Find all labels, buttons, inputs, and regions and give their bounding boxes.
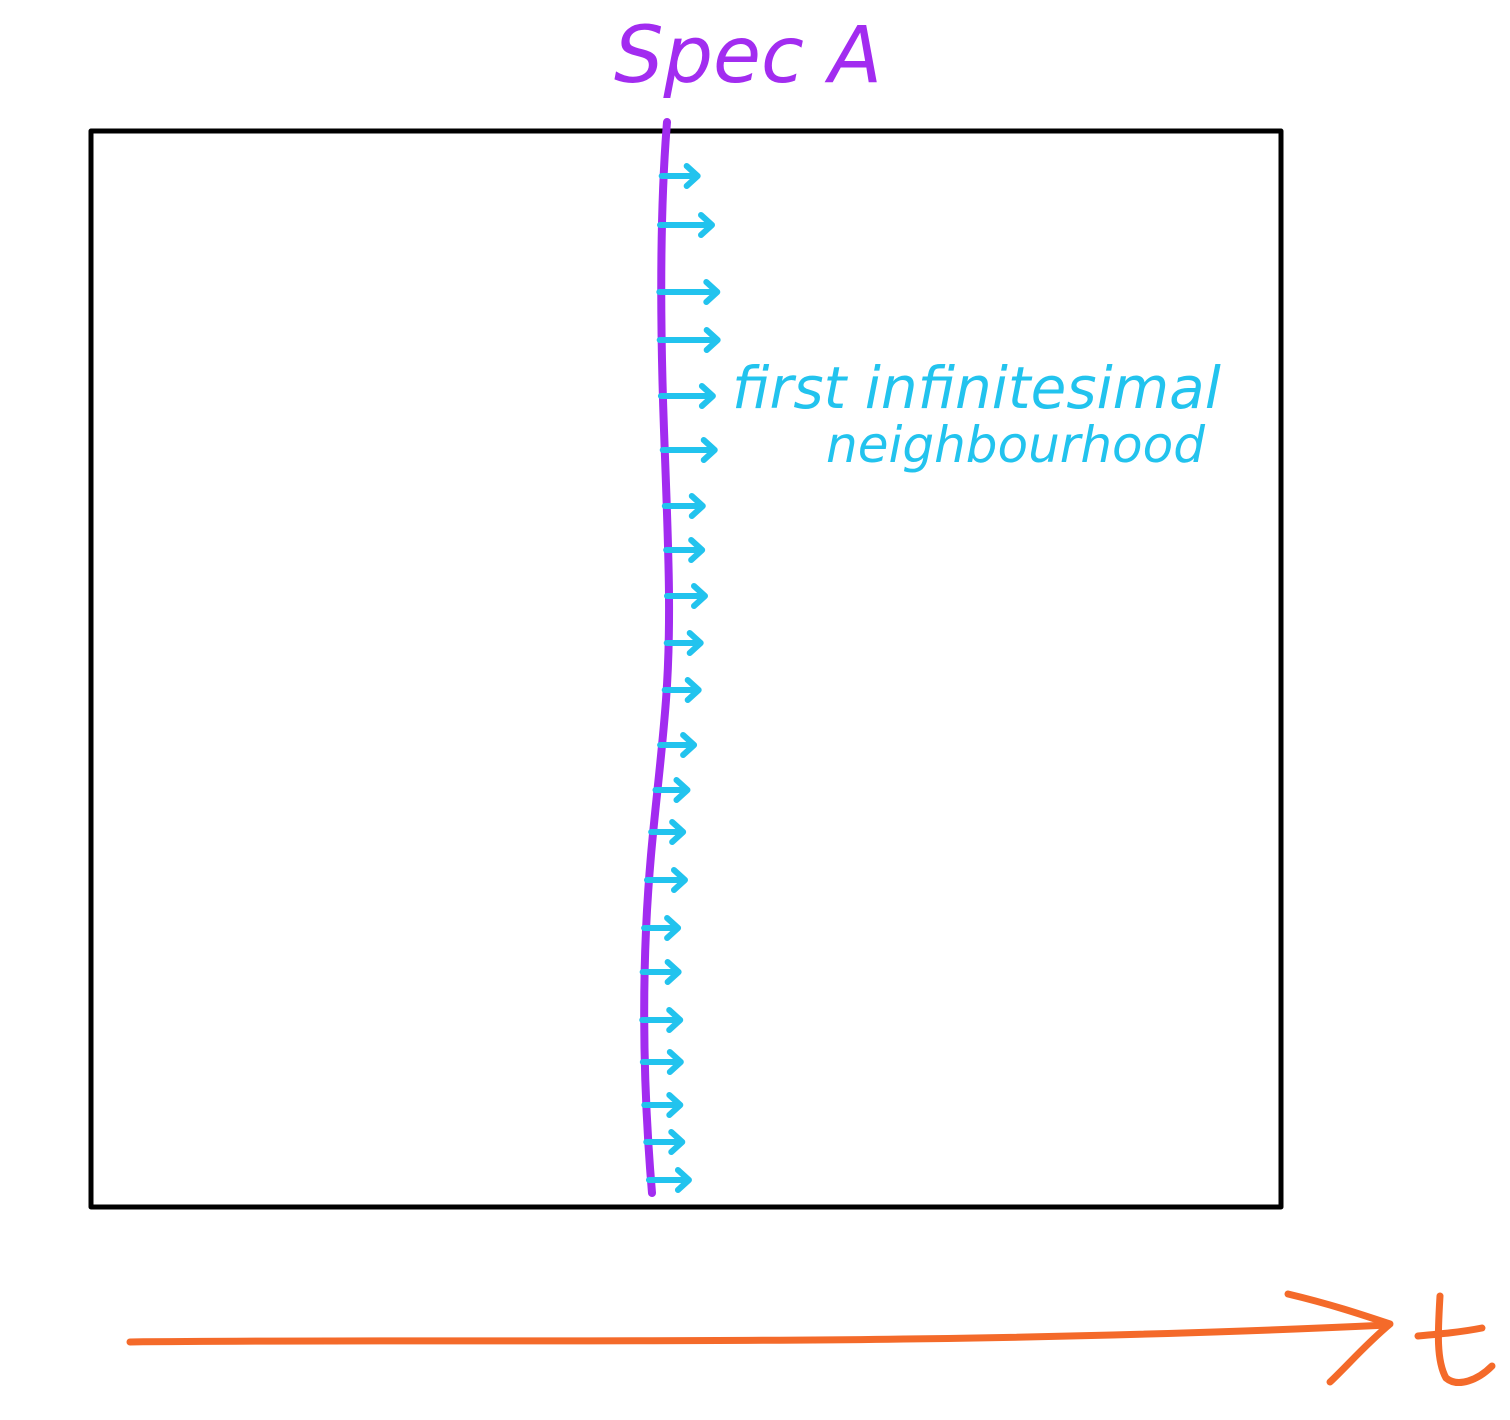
tangent-arrow	[656, 279, 721, 305]
tangent-arrow	[657, 732, 698, 758]
tangent-arrow	[664, 583, 709, 609]
tangent-arrow	[641, 1092, 684, 1118]
tangent-arrow	[645, 1167, 692, 1193]
time-axis-arrowhead	[1284, 1290, 1394, 1386]
frame-rectangle	[88, 128, 1284, 1210]
tangent-arrow	[663, 537, 706, 563]
tangent-arrow	[641, 915, 682, 941]
tangent-arrow	[639, 1049, 684, 1075]
tangent-arrow	[652, 777, 691, 803]
tangent-arrow	[658, 163, 701, 189]
tangent-arrow	[659, 437, 718, 463]
tangent-arrow	[661, 493, 706, 519]
tangent-arrow	[639, 1007, 684, 1033]
tangent-arrow	[643, 867, 688, 893]
axis-t-glyph	[1414, 1292, 1496, 1386]
time-axis-arrow	[126, 1290, 1394, 1386]
tangent-arrow	[656, 327, 721, 353]
tangent-arrow	[648, 819, 687, 845]
annotation-line-1: first infinitesimal	[732, 354, 1221, 422]
annotation-line-2: neighbourhood	[826, 416, 1205, 474]
spec-a-curve	[640, 118, 674, 1197]
tangent-arrow	[657, 383, 716, 409]
tangent-arrow	[661, 677, 702, 703]
time-axis-line	[126, 1321, 1392, 1346]
spec-a-label: Spec A	[614, 11, 882, 101]
tangent-arrow	[657, 212, 716, 238]
tangent-arrow	[639, 959, 682, 985]
tangent-arrows	[639, 163, 721, 1193]
tangent-arrow	[663, 630, 704, 656]
tangent-arrow	[643, 1129, 686, 1155]
